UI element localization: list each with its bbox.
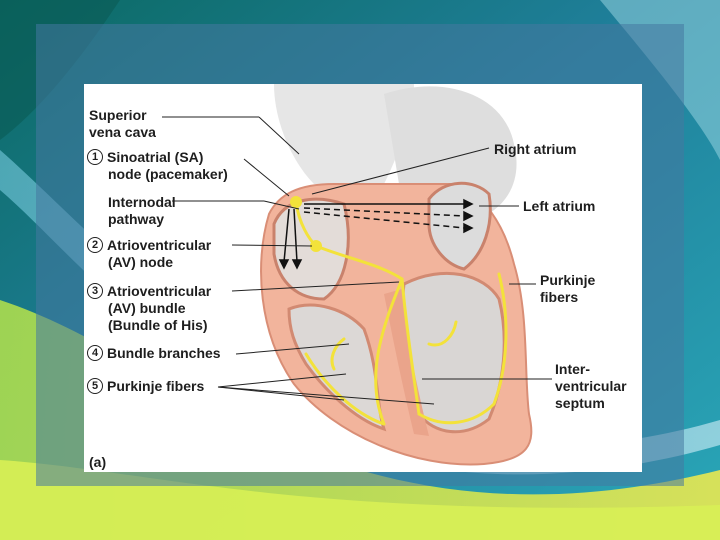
step-number-2: 2 xyxy=(87,237,103,253)
label-internodal-pathway: Internodal pathway xyxy=(108,194,176,228)
step-number-1: 1 xyxy=(87,149,103,165)
sa-node-mark xyxy=(290,196,302,208)
label-purkinje-fibers-right: Purkinje fibers xyxy=(540,272,595,306)
label-superior-vena-cava: Superior vena cava xyxy=(89,107,156,141)
label-interventricular-septum: Inter- ventricular septum xyxy=(555,361,627,412)
step-number-5: 5 xyxy=(87,378,103,394)
panel-tag: (a) xyxy=(89,454,106,471)
label-right-atrium: Right atrium xyxy=(494,141,576,158)
step-number-3: 3 xyxy=(87,283,103,299)
step-number-4: 4 xyxy=(87,345,103,361)
label-left-atrium: Left atrium xyxy=(523,198,595,215)
